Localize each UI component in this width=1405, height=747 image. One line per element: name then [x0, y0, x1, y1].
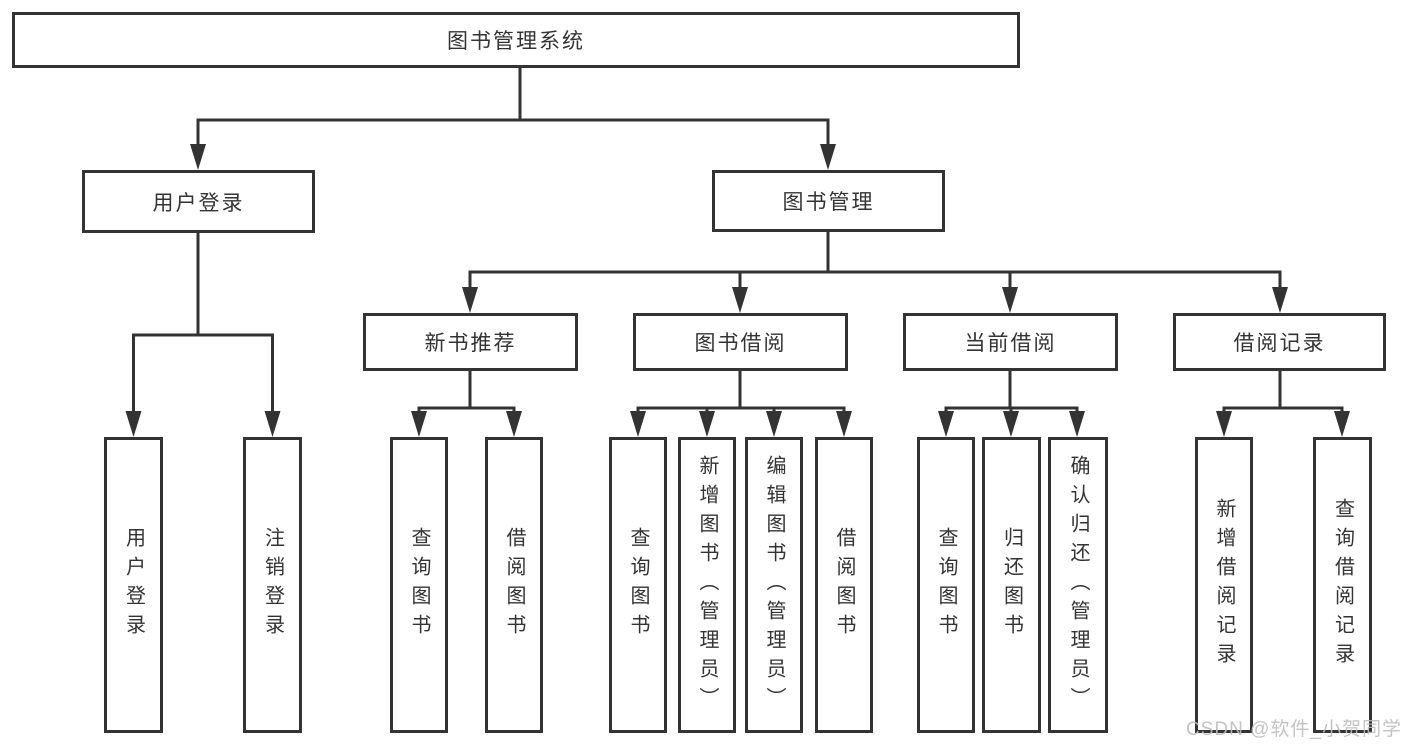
node-root-label: 图书管理系统	[447, 30, 585, 53]
node-borrowing-records-label: 借阅记录	[1233, 332, 1326, 355]
leaf-records-add-record: 新增借阅记录	[1195, 437, 1253, 733]
leaf-borrow-add-books-admin: 新增图书（管理员）	[678, 437, 736, 733]
leaf-current-return-books: 归还图书	[982, 437, 1041, 733]
leaf-borrow-add-books-admin-label: 新增图书（管理员）	[696, 454, 718, 716]
node-current-borrowing: 当前借阅	[903, 313, 1118, 371]
leaf-current-query-books: 查询图书	[917, 437, 975, 733]
leaf-borrow-edit-books-admin: 编辑图书（管理员）	[745, 437, 803, 733]
node-book-borrowing: 图书借阅	[633, 313, 848, 371]
node-current-borrowing-label: 当前借阅	[964, 332, 1057, 355]
leaf-newbook-borrow-books-label: 借阅图书	[503, 527, 525, 643]
node-user-login-label: 用户登录	[152, 191, 245, 215]
leaf-current-confirm-return-admin: 确认归还（管理员）	[1048, 437, 1108, 733]
leaf-current-query-books-label: 查询图书	[935, 527, 957, 643]
leaf-current-confirm-return-admin-label: 确认归还（管理员）	[1067, 454, 1089, 716]
leaf-borrow-query-books: 查询图书	[609, 437, 667, 733]
leaf-borrow-borrow-books: 借阅图书	[815, 437, 873, 733]
csdn-watermark: CSDN @软件_小贺同学	[1186, 719, 1402, 740]
node-borrowing-records: 借阅记录	[1173, 313, 1386, 371]
node-user-login: 用户登录	[82, 170, 315, 233]
leaf-newbook-query-books-label: 查询图书	[408, 527, 430, 643]
leaf-records-add-record-label: 新增借阅记录	[1213, 498, 1235, 672]
leaf-borrow-query-books-label: 查询图书	[627, 527, 649, 643]
leaf-current-return-books-label: 归还图书	[1000, 527, 1023, 643]
leaf-records-query-record-label: 查询借阅记录	[1331, 498, 1354, 672]
leaf-borrow-borrow-books-label: 借阅图书	[833, 527, 855, 643]
leaf-newbook-borrow-books: 借阅图书	[485, 437, 543, 733]
node-new-book-recommend-label: 新书推荐	[424, 332, 517, 355]
leaf-logout-label: 注销登录	[261, 527, 284, 643]
node-new-book-recommend: 新书推荐	[363, 313, 578, 371]
node-book-management-label: 图书管理	[782, 191, 875, 214]
leaf-user-login: 用户登录	[104, 437, 163, 733]
leaf-user-login-label: 用户登录	[122, 527, 145, 643]
node-book-borrowing-label: 图书借阅	[694, 332, 787, 355]
leaf-borrow-edit-books-admin-label: 编辑图书（管理员）	[763, 454, 785, 716]
node-book-management: 图书管理	[712, 170, 945, 232]
leaf-logout: 注销登录	[243, 437, 302, 733]
leaf-records-query-record: 查询借阅记录	[1313, 437, 1372, 733]
node-root: 图书管理系统	[12, 12, 1020, 68]
leaf-newbook-query-books: 查询图书	[390, 437, 448, 733]
